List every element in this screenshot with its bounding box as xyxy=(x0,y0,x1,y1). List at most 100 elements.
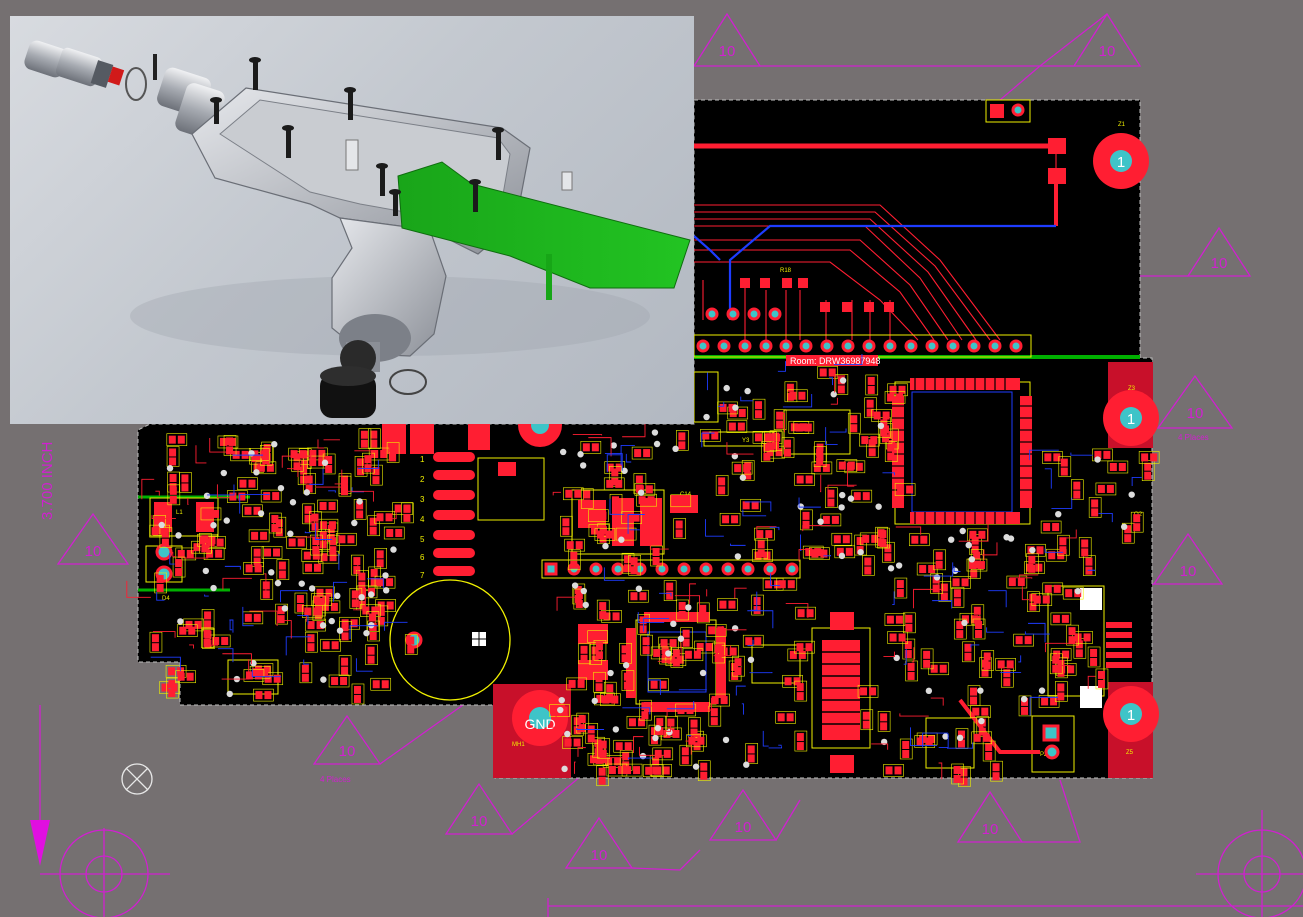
mounting-hole-z5[interactable]: 1 xyxy=(1103,686,1159,742)
smd-component xyxy=(894,577,908,599)
via xyxy=(699,669,707,677)
standoff xyxy=(345,139,359,171)
via xyxy=(703,413,710,421)
via xyxy=(830,391,837,398)
via xyxy=(580,587,587,595)
via xyxy=(951,567,959,574)
smd-component xyxy=(719,512,741,526)
room-label[interactable]: Room: DRW36987948 xyxy=(790,356,880,366)
smd-component xyxy=(825,487,838,508)
via xyxy=(651,429,659,436)
mounting-hole-z3[interactable]: 1 xyxy=(1103,390,1159,446)
top-smd-pads xyxy=(740,104,1066,312)
smd-component xyxy=(338,475,352,497)
via xyxy=(961,619,968,627)
trace xyxy=(309,468,324,485)
smd-component xyxy=(682,648,704,662)
smd-component xyxy=(275,603,288,625)
smd-component xyxy=(639,699,652,721)
trace xyxy=(337,553,340,570)
trace xyxy=(239,493,270,514)
trace xyxy=(770,573,781,586)
trace xyxy=(334,469,343,485)
smd-component xyxy=(199,533,212,554)
smd-component xyxy=(1141,460,1155,482)
smd-component xyxy=(648,678,669,692)
smd-component xyxy=(165,664,187,678)
smd-component xyxy=(175,670,196,684)
mounting-hole-gnd[interactable]: GND xyxy=(512,690,568,746)
trace xyxy=(620,444,635,465)
smd-component xyxy=(172,556,186,578)
trace xyxy=(895,526,922,535)
test-pad xyxy=(1080,588,1102,610)
trace xyxy=(798,549,825,562)
smd-component xyxy=(920,648,934,670)
designator-mh1: MH1 xyxy=(512,742,525,748)
smd-component xyxy=(370,464,383,486)
mcu-qfp-footprint[interactable] xyxy=(892,378,1032,525)
via xyxy=(744,387,751,395)
revision-marker: 10 xyxy=(1211,255,1228,272)
trace xyxy=(229,619,233,631)
trace xyxy=(1021,586,1030,601)
smd-component xyxy=(951,586,965,608)
trace xyxy=(649,705,668,717)
smd-component xyxy=(201,609,215,630)
smd-component xyxy=(615,527,637,541)
cad-enclosure-render[interactable] xyxy=(10,16,694,424)
revision-marker: 10 xyxy=(85,543,102,560)
smd-component xyxy=(167,484,181,506)
smd-component xyxy=(773,409,787,430)
smd-component xyxy=(909,533,930,547)
header-outline xyxy=(541,559,801,579)
trace xyxy=(576,727,605,730)
trace xyxy=(285,636,312,656)
trace xyxy=(834,375,846,393)
top-connector-pads[interactable] xyxy=(696,307,1023,353)
smd-component xyxy=(794,473,815,486)
revision-marker: 10 xyxy=(339,743,356,760)
mounting-hole-z1[interactable]: 1 xyxy=(1093,133,1149,189)
smd-component xyxy=(809,547,830,560)
smd-component xyxy=(859,433,880,447)
revision-marker: 10 xyxy=(1099,43,1116,60)
smd-component xyxy=(368,566,381,588)
trace xyxy=(988,590,1007,608)
via xyxy=(637,489,645,496)
trace xyxy=(279,620,292,639)
via xyxy=(561,765,568,773)
trace xyxy=(603,567,625,581)
smd-component xyxy=(971,731,993,745)
smd-component xyxy=(754,527,775,541)
trace xyxy=(1044,642,1074,653)
trace xyxy=(207,484,235,496)
smd-component xyxy=(709,693,730,707)
numbered-connector[interactable] xyxy=(433,452,475,576)
via xyxy=(947,536,955,543)
via xyxy=(202,567,210,575)
ic-soic-footprint[interactable] xyxy=(811,612,871,773)
smd-component xyxy=(865,374,879,396)
trace xyxy=(834,354,863,366)
trace xyxy=(622,707,651,715)
smd-component xyxy=(200,507,222,521)
smd-component xyxy=(899,738,913,760)
via xyxy=(579,462,587,469)
via xyxy=(1128,491,1135,498)
trace xyxy=(281,455,312,468)
smd-component xyxy=(817,366,839,379)
trace xyxy=(249,610,278,627)
mounting-hole-marker: 1 xyxy=(1127,411,1135,428)
smd-component xyxy=(634,483,656,496)
trace xyxy=(911,647,915,663)
via xyxy=(875,503,882,510)
dimension-text: 3.700 INCH xyxy=(39,442,56,520)
via-pad xyxy=(1011,103,1025,117)
smd-component xyxy=(1107,460,1129,474)
via xyxy=(319,622,327,629)
via xyxy=(977,687,984,694)
trace xyxy=(627,757,653,760)
trace xyxy=(777,361,786,372)
